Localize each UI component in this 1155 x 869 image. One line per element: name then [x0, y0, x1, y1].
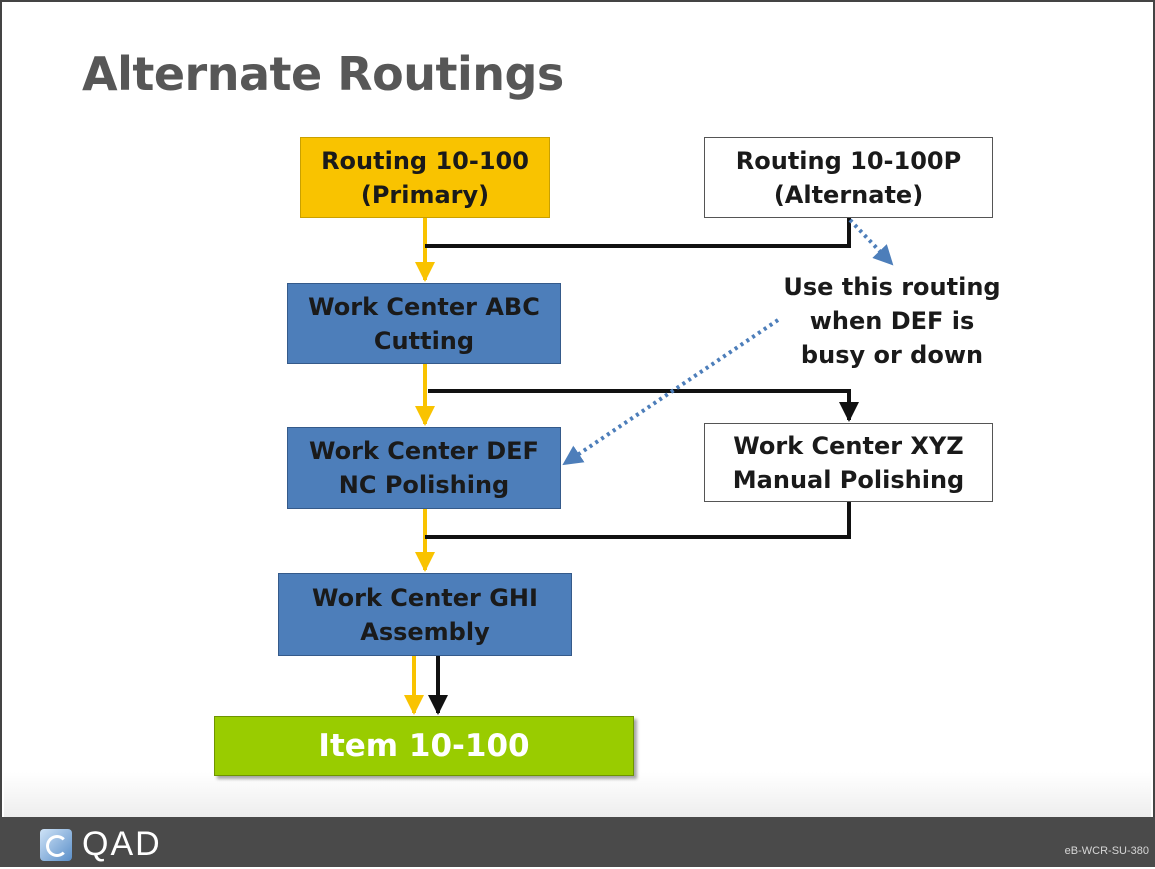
work-center-abc-box: Work Center ABC Cutting: [287, 283, 561, 364]
note-pointer-def: [562, 318, 780, 466]
alternate-connector-2: [425, 502, 851, 539]
alternate-connector-1: [425, 218, 851, 248]
qad-logo: QAD: [40, 825, 162, 864]
work-center-def-box: Work Center DEF NC Polishing: [287, 427, 561, 509]
routing-primary-box: Routing 10-100 (Primary): [300, 137, 550, 218]
page-title: Alternate Routings: [82, 47, 564, 101]
alternate-arrow-xyz: [428, 389, 859, 422]
work-center-xyz-box: Work Center XYZ Manual Polishing: [704, 423, 993, 502]
note-pointer-alternate: [848, 218, 894, 266]
item-box: Item 10-100: [214, 716, 634, 776]
work-center-ghi-box: Work Center GHI Assembly: [278, 573, 572, 656]
qad-logo-text: QAD: [82, 825, 162, 863]
alternate-note: Use this routing when DEF is busy or dow…: [783, 273, 1001, 369]
slide-code: eB-WCR-SU-380: [1064, 845, 1149, 857]
slide-fade: [4, 772, 1151, 819]
footer-bar: QAD eB-WCR-SU-380: [0, 817, 1155, 867]
qad-logo-icon: [40, 828, 72, 861]
routing-alternate-box: Routing 10-100P (Alternate): [704, 137, 993, 218]
